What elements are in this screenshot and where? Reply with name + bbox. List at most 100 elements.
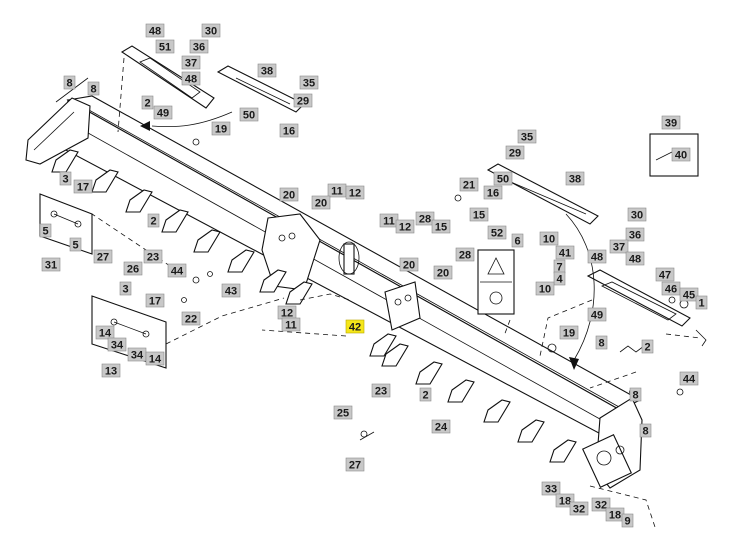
callout-box bbox=[587, 249, 607, 264]
callout-box bbox=[511, 233, 524, 248]
callout-box bbox=[211, 121, 231, 136]
callout-36: 36 bbox=[625, 227, 645, 242]
callout-box bbox=[591, 497, 611, 512]
callout-box bbox=[587, 307, 607, 322]
callout-number: 8 bbox=[90, 84, 96, 96]
callout-box bbox=[671, 147, 691, 162]
callout-box bbox=[279, 187, 299, 202]
decal-panel bbox=[477, 249, 515, 315]
guard bbox=[517, 419, 545, 443]
callout-51: 51 bbox=[155, 39, 175, 54]
callout-18: 18 bbox=[555, 493, 575, 508]
callout-48: 48 bbox=[587, 249, 607, 264]
callout-number: 18 bbox=[609, 510, 621, 522]
callout-box bbox=[299, 75, 319, 90]
callout-box bbox=[167, 263, 187, 278]
callout-box bbox=[553, 271, 566, 286]
callout-number: 2 bbox=[422, 390, 428, 402]
callout-number: 15 bbox=[435, 222, 447, 234]
callout-number: 15 bbox=[473, 210, 485, 222]
callout-box bbox=[455, 247, 475, 262]
callout-number: 29 bbox=[297, 96, 309, 108]
callout-box bbox=[679, 371, 699, 386]
top-right-plate bbox=[486, 163, 599, 225]
callout-23: 23 bbox=[371, 383, 391, 398]
callout-12: 12 bbox=[277, 305, 297, 320]
callout-number: 28 bbox=[459, 250, 471, 262]
guard bbox=[447, 379, 475, 403]
callout-box bbox=[555, 245, 575, 260]
callout-box bbox=[73, 179, 93, 194]
guard bbox=[549, 439, 577, 463]
callout-number: 12 bbox=[349, 188, 361, 200]
callout-12: 12 bbox=[395, 219, 415, 234]
callout-box bbox=[395, 219, 415, 234]
callout-box bbox=[119, 281, 132, 296]
callout-17: 17 bbox=[145, 293, 165, 308]
callout-3: 3 bbox=[119, 281, 132, 296]
callout-10: 10 bbox=[535, 281, 555, 296]
callout-number: 51 bbox=[159, 42, 171, 54]
callout-number: 1 bbox=[698, 298, 704, 310]
callout-19: 19 bbox=[211, 121, 231, 136]
callout-number: 2 bbox=[150, 216, 156, 228]
callout-box bbox=[419, 387, 432, 402]
callout-box bbox=[625, 227, 645, 242]
callout-box bbox=[63, 75, 76, 90]
callout-number: 27 bbox=[97, 252, 109, 264]
callout-number: 3 bbox=[122, 284, 128, 296]
callout-35: 35 bbox=[517, 129, 537, 144]
callout-box bbox=[609, 239, 629, 254]
callout-39: 39 bbox=[661, 115, 681, 130]
callout-6: 6 bbox=[511, 233, 524, 248]
callout-number: 3 bbox=[62, 174, 68, 186]
callout-box bbox=[469, 207, 489, 222]
callout-46: 46 bbox=[661, 281, 681, 296]
callout-30: 30 bbox=[201, 23, 221, 38]
callout-box bbox=[345, 319, 365, 334]
callout-24: 24 bbox=[431, 419, 451, 434]
callout-41: 41 bbox=[555, 245, 575, 260]
callout-box bbox=[239, 107, 259, 122]
callout-25: 25 bbox=[333, 405, 353, 420]
callout-8: 8 bbox=[87, 81, 100, 96]
callout-number: 28 bbox=[419, 214, 431, 226]
callout-box bbox=[555, 493, 575, 508]
callout-4: 4 bbox=[553, 271, 566, 286]
callout-27: 27 bbox=[345, 457, 365, 472]
callout-box bbox=[39, 223, 52, 238]
guard bbox=[227, 249, 255, 273]
guard bbox=[415, 361, 443, 385]
callout-31: 31 bbox=[41, 257, 61, 272]
callout-number: 9 bbox=[624, 516, 630, 528]
callout-number: 10 bbox=[539, 284, 551, 296]
callout-34: 34 bbox=[107, 337, 127, 352]
callout-number: 32 bbox=[595, 500, 607, 512]
callout-21: 21 bbox=[459, 177, 479, 192]
callout-box bbox=[107, 337, 127, 352]
callout-40: 40 bbox=[671, 147, 691, 162]
callout-number: 27 bbox=[349, 460, 361, 472]
callout-number: 45 bbox=[683, 290, 695, 302]
callout-7: 7 bbox=[553, 259, 566, 274]
callout-box bbox=[627, 207, 647, 222]
callout-box bbox=[333, 405, 353, 420]
callout-number: 32 bbox=[573, 504, 585, 516]
callout-number: 36 bbox=[193, 42, 205, 54]
callout-32: 32 bbox=[591, 497, 611, 512]
callout-number: 48 bbox=[185, 74, 197, 86]
callout-50: 50 bbox=[239, 107, 259, 122]
callout-29: 29 bbox=[505, 145, 525, 160]
callout-box bbox=[95, 325, 115, 340]
callout-18: 18 bbox=[605, 507, 625, 522]
callout-box bbox=[145, 293, 165, 308]
callout-box bbox=[559, 325, 579, 340]
callout-box bbox=[539, 231, 559, 246]
callout-35: 35 bbox=[299, 75, 319, 90]
callout-box bbox=[459, 177, 479, 192]
callout-8: 8 bbox=[63, 75, 76, 90]
callout-box bbox=[629, 387, 642, 402]
callout-box bbox=[595, 335, 608, 350]
callout-number: 12 bbox=[399, 222, 411, 234]
callout-number: 35 bbox=[303, 78, 315, 90]
